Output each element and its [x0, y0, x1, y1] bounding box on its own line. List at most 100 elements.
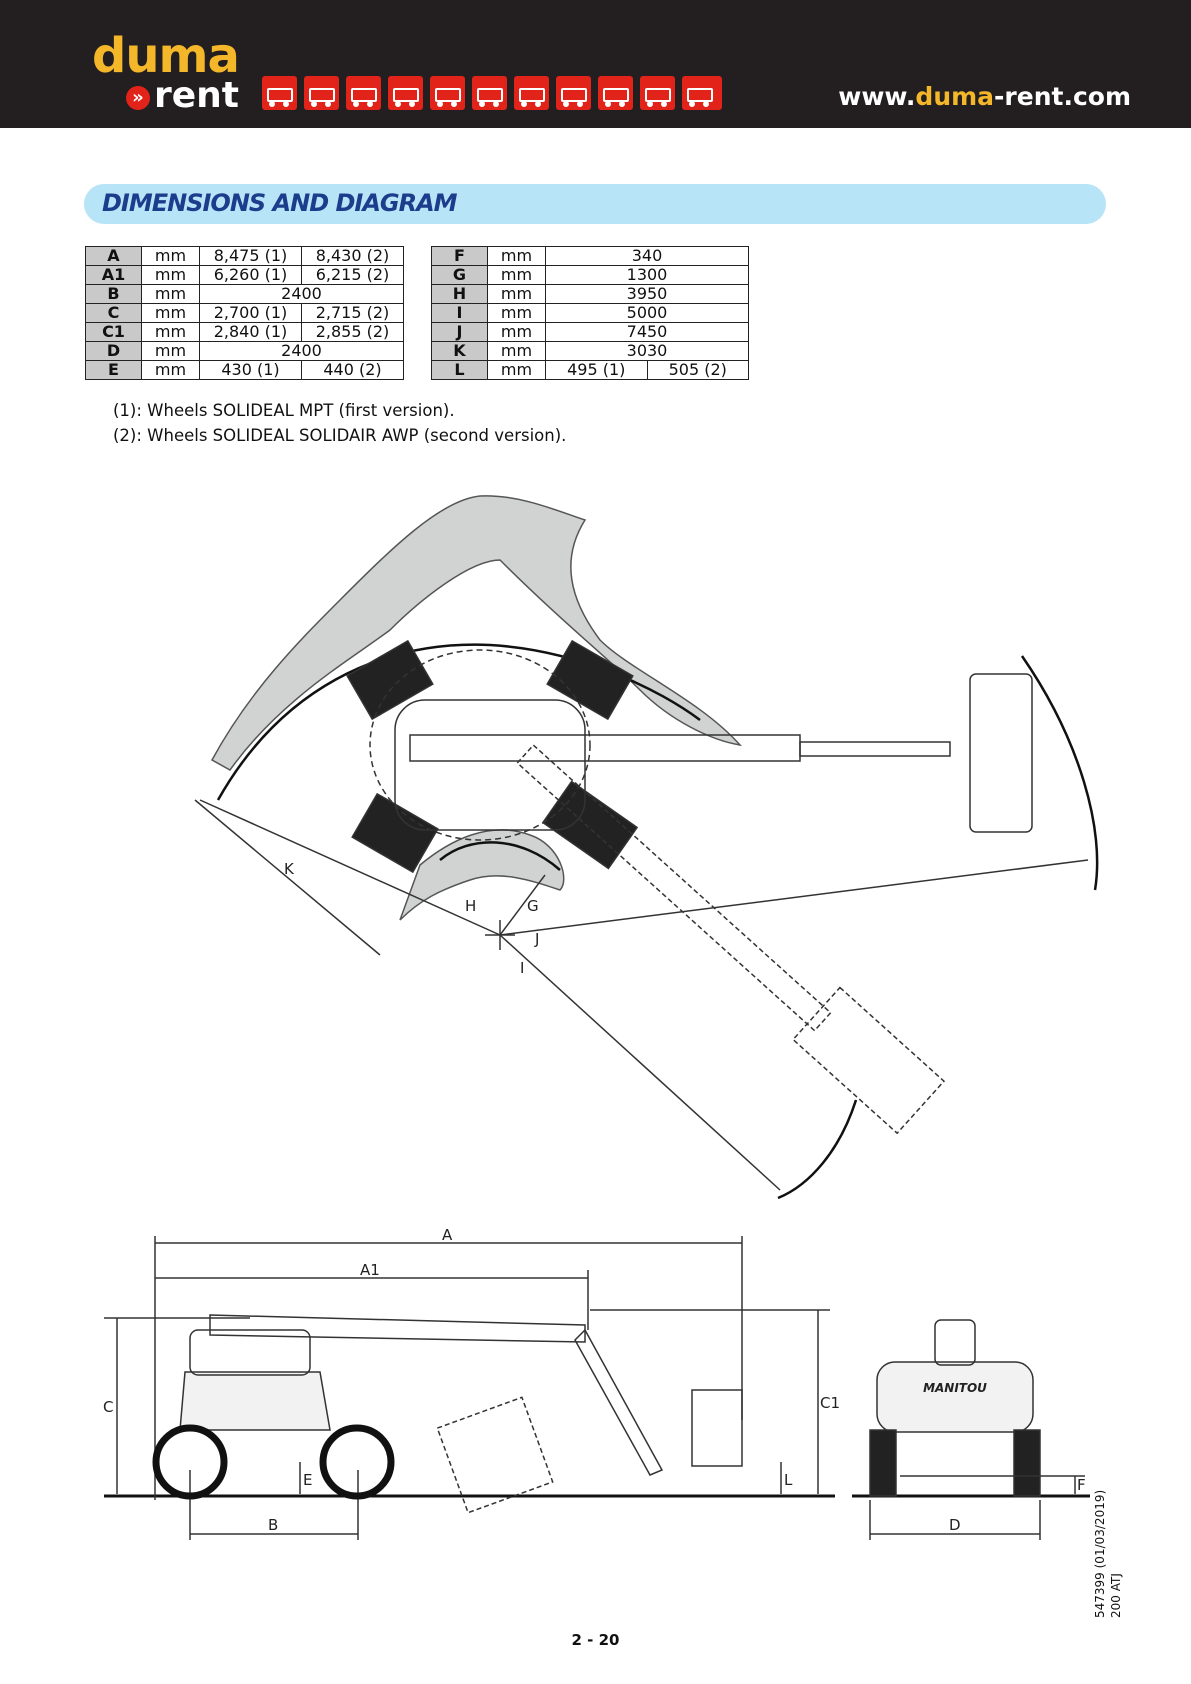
side-view-diagram	[104, 1236, 835, 1540]
dimension-unit: mm	[141, 360, 200, 380]
dimension-unit: mm	[487, 265, 546, 285]
label-D: D	[949, 1516, 961, 1534]
articulating-boom-icon	[640, 76, 675, 110]
dimension-unit: mm	[141, 341, 200, 361]
inner-radius-arc	[439, 841, 561, 871]
label-A: A	[442, 1226, 453, 1244]
dimension-value-v2: 2,855 (2)	[301, 322, 404, 342]
dimension-value: 2400	[199, 284, 404, 304]
brand-plate-text: MANITOU	[923, 1381, 987, 1395]
swept-area-shape	[210, 495, 742, 771]
front-cab	[934, 1319, 976, 1366]
side-dashed-boom	[436, 1396, 554, 1514]
website-brand: duma	[915, 82, 995, 111]
skid-steer-icon	[262, 76, 297, 110]
logo-arrow-icon: »	[126, 86, 150, 110]
dimension-value: 3030	[545, 341, 749, 361]
turntable	[369, 649, 591, 841]
label-G: G	[527, 897, 539, 915]
wheel-bottom-left	[351, 792, 439, 874]
doc-ref-line-2: 200 ATJ	[1109, 1573, 1123, 1618]
dimension-key: A	[85, 246, 142, 266]
platform-top-view	[969, 673, 1033, 833]
boom-rotated	[516, 744, 832, 1032]
outer-radius-arc	[216, 643, 701, 801]
dimension-value: 340	[545, 246, 749, 266]
label-L: L	[784, 1471, 793, 1489]
dimension-value: 7450	[545, 322, 749, 342]
wheel-top-left	[346, 639, 434, 721]
wheel-top-right	[546, 639, 634, 721]
dim-line-J	[499, 859, 1089, 936]
dimension-value-v1: 2,840 (1)	[199, 322, 302, 342]
label-K: K	[284, 860, 295, 878]
boom-straight	[409, 734, 801, 762]
dimension-value-v1: 430 (1)	[199, 360, 302, 380]
dim-line-K	[194, 799, 381, 956]
label-I: I	[520, 959, 524, 977]
truck-mounted-lift-icon	[514, 76, 549, 110]
side-jib	[574, 1328, 664, 1476]
label-A1: A1	[360, 1261, 380, 1279]
scissor-lift-icon	[346, 76, 381, 110]
forklift-icon	[304, 76, 339, 110]
chassis	[394, 699, 586, 831]
dimension-value-v2: 505 (2)	[646, 360, 749, 380]
pallet-truck-icon	[388, 76, 423, 110]
logo-duma-text: duma	[92, 28, 240, 84]
front-view-diagram	[852, 1319, 1090, 1540]
dimension-key: K	[431, 341, 488, 361]
wheel-note-2: (2): Wheels SOLIDEAL SOLIDAIR AWP (secon…	[113, 426, 567, 445]
label-C: C	[103, 1398, 113, 1416]
side-front-wheel	[319, 1424, 395, 1500]
label-H: H	[465, 897, 476, 915]
section-title: DIMENSIONS AND DIAGRAM	[102, 189, 458, 217]
side-boom	[209, 1314, 586, 1343]
logo-rent-text: rent	[154, 75, 240, 116]
dim-line-H	[199, 799, 501, 936]
dimension-key: E	[85, 360, 142, 380]
dim-line-G	[499, 874, 546, 936]
machine-icon-strip	[262, 76, 722, 110]
side-turret	[189, 1329, 311, 1376]
dimension-key: D	[85, 341, 142, 361]
dimension-value-v2: 2,715 (2)	[301, 303, 404, 323]
top-view-diagram	[194, 495, 1099, 1200]
label-F: F	[1077, 1476, 1086, 1494]
doc-ref-line-1: 547399 (01/03/2019)	[1093, 1489, 1107, 1618]
dimension-unit: mm	[487, 322, 546, 342]
wheel-note-1: (1): Wheels SOLIDEAL MPT (first version)…	[113, 401, 455, 420]
platform-rotated	[792, 986, 946, 1135]
dimension-value-v1: 2,700 (1)	[199, 303, 302, 323]
website-link[interactable]: www.duma-rent.com	[838, 82, 1131, 111]
dimension-key: A1	[85, 265, 142, 285]
inner-swept-area	[399, 829, 565, 921]
compact-loader-icon	[472, 76, 507, 110]
label-J: J	[534, 930, 539, 948]
front-right-wheel	[1013, 1429, 1041, 1497]
side-platform	[691, 1389, 743, 1467]
dimension-value-v2: 6,215 (2)	[301, 265, 404, 285]
label-E: E	[303, 1471, 312, 1489]
front-left-wheel	[869, 1429, 897, 1497]
section-title-bar: DIMENSIONS AND DIAGRAM	[84, 184, 1106, 224]
dimension-value-v1: 495 (1)	[545, 360, 648, 380]
platform-radius-arc	[1020, 655, 1099, 891]
dimension-key: H	[431, 284, 488, 304]
dimension-key: F	[431, 246, 488, 266]
dimension-key: B	[85, 284, 142, 304]
dimension-value-v2: 440 (2)	[301, 360, 404, 380]
boom-extension	[799, 741, 951, 757]
dimension-unit: mm	[487, 360, 546, 380]
page-header: duma » rent www.duma-rent.com	[0, 0, 1191, 128]
